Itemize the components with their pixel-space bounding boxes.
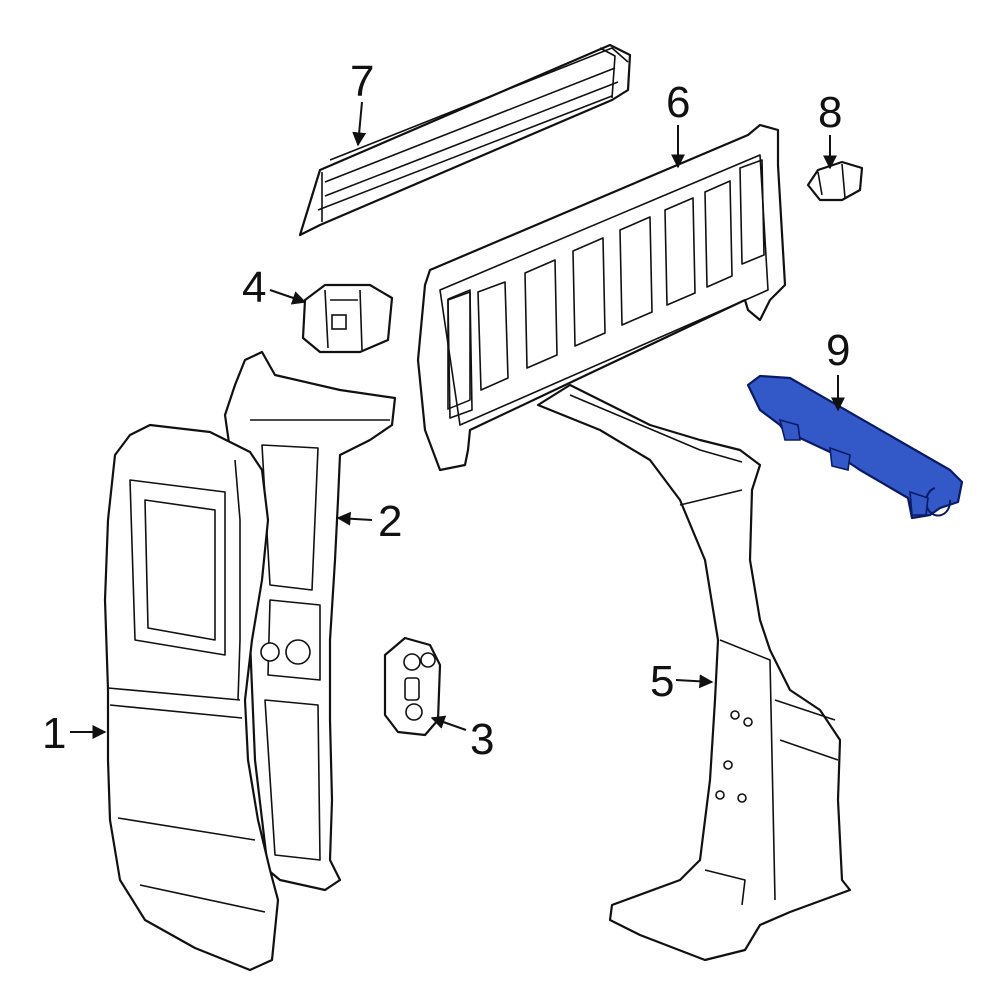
callout-5: 5 [650,657,674,706]
part-9-reinforcement-highlighted[interactable] [746,374,964,520]
callout-3: 3 [470,715,494,764]
leader-lines [70,101,845,739]
callout-6: 6 [666,78,690,127]
part-1-outer-pillar[interactable] [103,423,280,972]
leader-3 [430,715,467,731]
part-4-bracket[interactable] [301,283,394,354]
part-2-inner-pillar[interactable] [223,350,397,892]
callout-9: 9 [826,326,850,375]
leader-4 [269,289,307,305]
callout-7: 7 [350,57,374,106]
part-6-back-panel[interactable] [416,123,787,472]
callout-1: 1 [42,709,66,758]
callout-8: 8 [818,88,842,137]
part-7-roof-rail[interactable] [298,43,632,237]
callout-labels: 1 2 3 4 5 6 7 8 9 [42,57,850,764]
leader-2 [336,511,373,526]
callout-4: 4 [242,263,266,312]
part-5-rear-pillar[interactable] [536,383,852,962]
callout-2: 2 [378,497,402,546]
leader-5 [675,674,714,689]
part-3-latch-plate[interactable] [383,636,442,737]
leader-7 [352,101,367,147]
part-8-clip[interactable] [806,160,864,202]
